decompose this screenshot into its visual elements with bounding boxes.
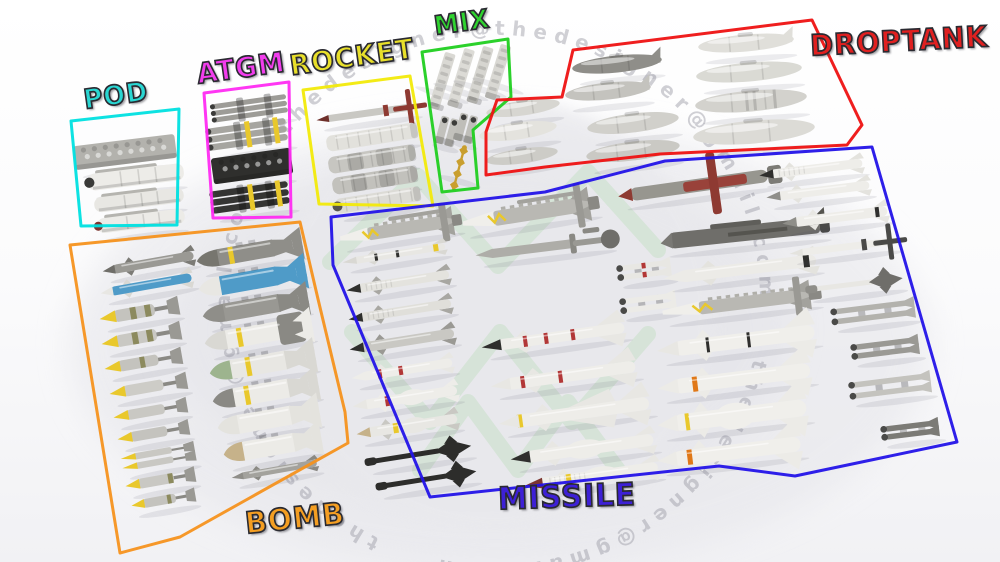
weapon-missile [348, 292, 460, 332]
weapon-bomb [196, 226, 308, 278]
weapon-rocket [332, 186, 426, 222]
weapon-missile [352, 378, 466, 420]
weapon-missile [830, 296, 922, 333]
weapon-missile [342, 238, 453, 274]
weapon-bomb [131, 487, 202, 518]
weapon-missile [657, 418, 810, 477]
weapon-missile [481, 309, 634, 361]
region-outline-bomb [68, 220, 350, 555]
weapon-missile [475, 227, 620, 268]
weapon-missile [850, 333, 927, 368]
weapon-droptank [696, 59, 806, 95]
weapon-droptank [479, 119, 562, 153]
weapon-bomb [109, 371, 194, 407]
region-outline-pod [69, 107, 181, 228]
weapon-missile [782, 199, 895, 237]
weapon-missile [346, 263, 458, 303]
weapon-droptank [695, 87, 811, 125]
weapon-mix [438, 145, 481, 191]
weapon-bomb [202, 280, 314, 333]
weapon-missile [619, 289, 684, 323]
weapon-bomb [104, 346, 189, 382]
weapon-rocket [316, 89, 428, 132]
weapon-droptank [572, 46, 666, 86]
weapon-bomb [100, 266, 200, 306]
weapon-bomb [198, 252, 312, 307]
weapon-missile [880, 416, 947, 449]
weapon-bomb [113, 396, 194, 431]
weapon-missile [657, 345, 820, 404]
weapon-missile [498, 381, 659, 438]
weapon-missile [657, 379, 816, 442]
weapon-missile [356, 406, 466, 447]
weapon-missile [349, 321, 463, 363]
weapon-missile [339, 202, 466, 253]
weapon-missile [490, 346, 645, 400]
weapon-missile [375, 460, 483, 500]
weapon-missile [662, 276, 824, 327]
weapon-missile [663, 245, 825, 293]
weapon-bomb [99, 295, 186, 333]
weapon-droptank [565, 73, 655, 113]
weapon-bomb [125, 466, 202, 499]
region-outline-droptank [484, 18, 864, 177]
weapon-missile [848, 369, 938, 408]
category-label-missile: MISSILE [497, 476, 638, 518]
weapon-bomb [101, 320, 188, 358]
weapon-mix [432, 115, 459, 154]
weapon-missile [616, 256, 679, 290]
weapon-missile [618, 151, 785, 215]
weapon-missile [510, 425, 663, 473]
weapon-bomb [102, 244, 202, 284]
weapon-bomb [120, 440, 202, 480]
weapon-bomb [117, 418, 196, 453]
region-outline-atgm [202, 80, 293, 220]
region-outline-missile [329, 145, 959, 499]
weapon-bomb [209, 337, 322, 391]
weapons-layer [73, 26, 947, 518]
weapon-droptank [587, 110, 683, 147]
weapon-missile [805, 266, 909, 304]
weapon-bomb [204, 306, 318, 361]
weapon-missile [766, 174, 877, 210]
weapon-missile [759, 152, 870, 188]
weapon-droptank [698, 26, 798, 65]
weapon-missile [462, 182, 603, 239]
weapon-missile [364, 435, 478, 476]
region-outline-mix [420, 37, 513, 194]
weapon-mix [451, 112, 478, 151]
